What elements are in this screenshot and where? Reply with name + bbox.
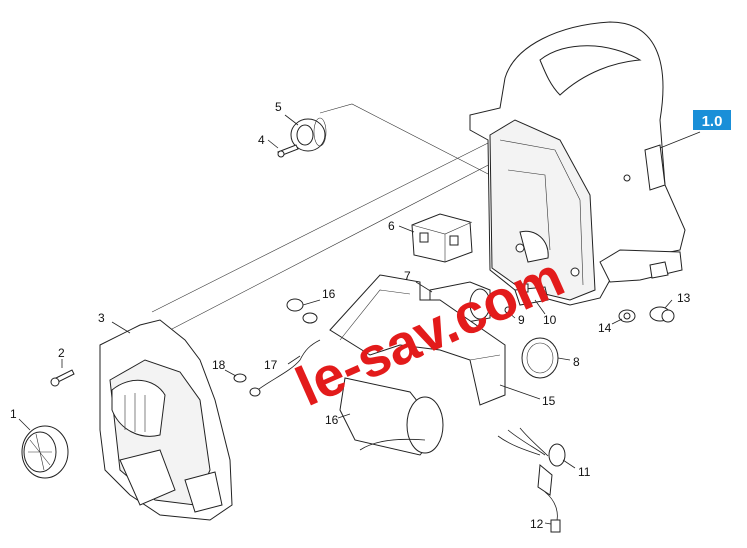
watermark-text: le-sav.com [287,244,573,418]
part-14-fitting [618,309,636,323]
part-11-grommet [548,443,566,467]
callout-4: 4 [258,133,265,147]
callout-8: 8 [573,355,580,369]
callout-7: 7 [404,269,411,283]
part-8-clamp [521,337,559,379]
callout-10: 10 [543,313,557,327]
callout-6: 6 [388,219,395,233]
part-13-fitting [649,306,675,323]
callout-18: 18 [212,358,226,372]
callout-labels: 1 2 3 4 5 6 7 8 9 10 11 12 13 14 15 16 1… [10,100,691,531]
callout-14: 14 [598,321,612,335]
part-3-front-cover [99,319,233,521]
main-housing [469,21,686,306]
part-4-screw [277,144,299,158]
part-18-connector [233,373,247,383]
callout-1: 1 [10,407,17,421]
callout-11: 11 [578,465,591,479]
callout-12: 12 [530,517,544,531]
part-1-knob [21,425,69,479]
assembly-guide-lines [151,103,501,331]
callout-2: 2 [58,346,65,360]
section-badge: 1.0 [693,110,731,130]
callout-leader-lines [18,114,701,525]
callout-13: 13 [677,291,691,305]
part-16-capacitor [339,377,444,456]
callout-15: 15 [542,394,556,408]
part-16-nut [286,298,318,324]
callout-16a: 16 [322,287,336,301]
part-6-block [411,213,473,263]
section-badge-label: 1.0 [702,113,723,130]
part-10-bracket [504,283,549,314]
part-15-bracket [329,274,506,406]
part-2-screw [50,369,75,387]
callout-17: 17 [264,358,278,372]
part-5-gasket [290,117,327,152]
part-17-wire [249,339,321,397]
callout-3: 3 [98,311,105,325]
part-12-harness [497,427,561,533]
callout-16b: 16 [325,413,339,427]
callout-5: 5 [275,100,282,114]
callout-9: 9 [518,313,525,327]
